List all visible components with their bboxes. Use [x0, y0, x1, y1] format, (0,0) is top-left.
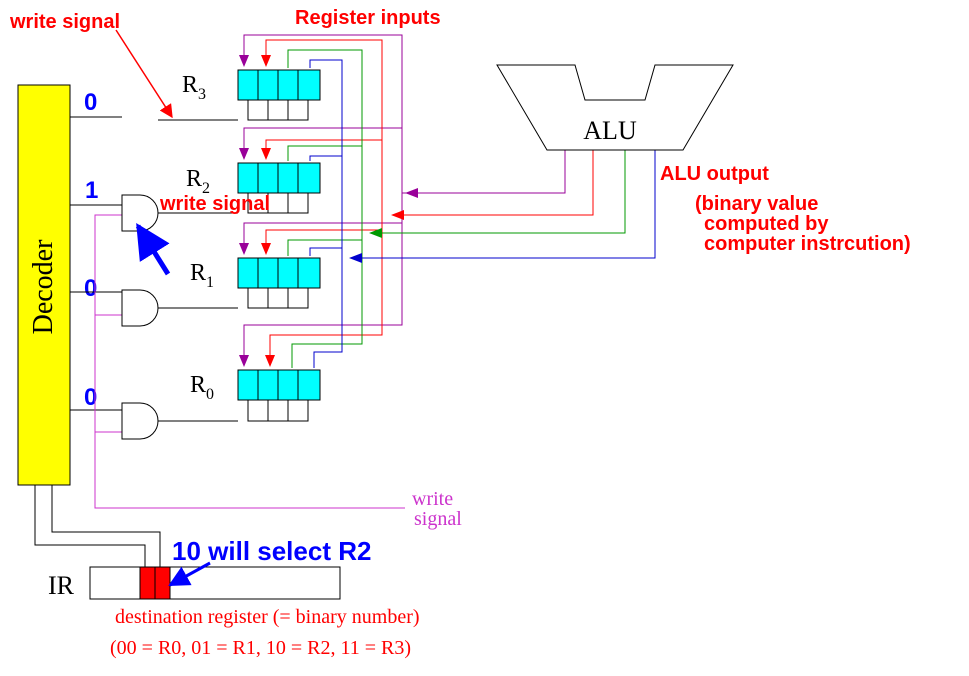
register-label-r3: R3 [182, 72, 206, 103]
alu-label: ALU [583, 116, 637, 145]
decoder-output-r0: 0 [84, 384, 97, 411]
alu-note-line2: computed by [704, 213, 829, 235]
and-gate-r1 [121, 289, 159, 327]
ir-dest-bit-0 [154, 566, 171, 600]
decoder-output-r2: 1 [85, 177, 98, 204]
ir-dest-bit-1 [139, 566, 156, 600]
register-r0 [237, 369, 321, 422]
register-label-r0: R0 [190, 372, 214, 403]
alu-output-label: ALU output [660, 163, 769, 185]
alu-note-line1: (binary value [695, 193, 818, 215]
and-gates [121, 194, 159, 440]
register-label-r2: R2 [186, 166, 210, 197]
write-signal-bus [94, 214, 405, 509]
register-label-r1: R1 [190, 260, 214, 291]
register-r2 [237, 162, 321, 214]
write-signal-mid-arrow [135, 223, 171, 276]
register-r3 [237, 69, 321, 121]
select-note-label: 10 will select R2 [172, 536, 371, 566]
register-inputs-label: Register inputs [295, 7, 441, 29]
decoder-label: Decoder [28, 239, 59, 335]
bus-bit-green [287, 49, 626, 368]
decoder-block [17, 84, 71, 486]
bus-bit-red [265, 39, 594, 355]
decoder-select-wires [34, 485, 161, 567]
write-signal-bottom-line1: write [412, 488, 453, 510]
dest-register-line2: (00 = R0, 01 = R1, 10 = R2, 11 = R3) [110, 637, 411, 659]
register-r1 [237, 257, 321, 309]
decoder-output-r3: 0 [84, 89, 97, 116]
alu-block [496, 64, 734, 151]
write-signal-mid-label: write signal [159, 193, 270, 215]
select-note-arrow [168, 561, 211, 587]
decoder-output-r1: 0 [84, 275, 97, 302]
and-gate-r0 [121, 402, 159, 440]
dest-register-line1: destination register (= binary number) [115, 606, 420, 628]
ir-register [89, 566, 341, 600]
write-signal-bottom-line2: signal [414, 508, 462, 530]
decoder-output-wires [70, 116, 238, 411]
bus-bit-purple [243, 34, 566, 355]
write-signal-top-label: write signal [9, 11, 120, 33]
alu-note-line3: computer instrcution) [704, 233, 911, 255]
write-signal-top-arrow [115, 29, 173, 119]
bus-bit-blue [309, 59, 656, 368]
ir-label: IR [48, 571, 75, 600]
